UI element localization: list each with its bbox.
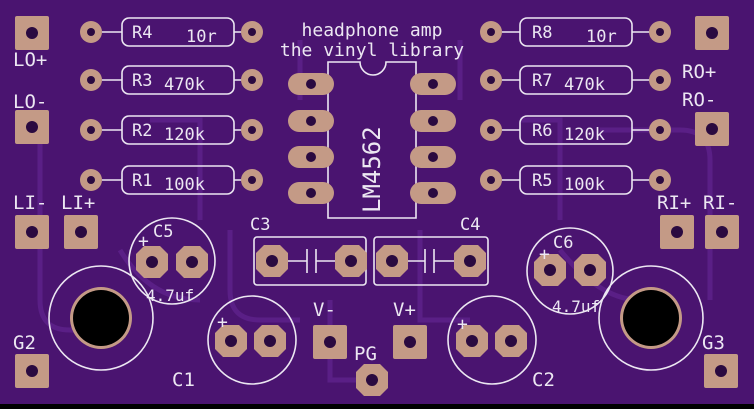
label-lo-minus: LO- (13, 91, 47, 113)
resistor-r5: R5 100k (480, 165, 671, 195)
pad-ro-plus (695, 16, 729, 50)
pad-lo-minus (15, 110, 49, 144)
board-title: headphone amp (302, 20, 443, 41)
capacitor-polarity: + (539, 244, 550, 265)
resistor-ref: R6 (532, 121, 552, 141)
pad-ri-minus (705, 215, 739, 249)
resistor-value: 100k (564, 175, 605, 195)
label-ro-plus: RO+ (682, 61, 716, 83)
resistor-ref: R3 (132, 71, 152, 91)
resistor-ref: R4 (132, 23, 152, 43)
resistor-value: 470k (164, 75, 205, 95)
label-ro-minus: RO- (682, 89, 716, 111)
label-lo-plus: LO+ (13, 49, 47, 71)
pad-v-minus (313, 325, 347, 359)
mounting-hole-left (48, 265, 154, 371)
capacitor-c3: C3 (250, 215, 367, 286)
label-ri-plus: RI+ (657, 192, 691, 214)
label-g3: G3 (702, 332, 725, 354)
capacitor-value: 4.7uf (552, 297, 600, 316)
resistor-r1: R1 100k (80, 165, 263, 195)
pad-pg (356, 364, 388, 396)
capacitor-c2: + C2 (447, 295, 555, 391)
capacitor-polarity: + (217, 312, 228, 333)
capacitor-c4: C4 (373, 215, 489, 286)
resistor-r7: R7 470k (480, 65, 671, 95)
resistor-value: 100k (164, 175, 205, 195)
pad-li-minus (15, 215, 49, 249)
label-v-minus: V- (313, 299, 336, 321)
resistor-ref: R7 (532, 71, 552, 91)
capacitor-ref: C1 (172, 369, 195, 391)
label-li-plus: LI+ (61, 192, 95, 214)
capacitor-c5: + C5 4.7uf (128, 217, 216, 305)
capacitor-ref: C6 (553, 233, 573, 253)
ic-label: LM4562 (358, 126, 386, 213)
capacitor-ref: C4 (460, 215, 480, 235)
pad-ro-minus (695, 112, 729, 146)
label-v-plus: V+ (393, 299, 416, 321)
resistor-r8: R8 10r (480, 17, 671, 47)
label-li-minus: LI- (13, 192, 47, 214)
pad-lo-plus (15, 16, 49, 50)
resistor-r6: R6 120k (480, 115, 671, 145)
capacitor-ref: C3 (250, 215, 270, 235)
capacitor-value: 4.7uf (146, 286, 194, 305)
resistor-ref: R5 (532, 171, 552, 191)
pad-li-plus (64, 215, 98, 249)
label-ri-minus: RI- (703, 192, 737, 214)
resistor-r2: R2 120k (80, 115, 263, 145)
label-g2: G2 (13, 332, 36, 354)
resistor-ref: R1 (132, 171, 152, 191)
capacitor-ref: C2 (532, 369, 555, 391)
pad-g2 (15, 354, 49, 388)
resistor-ref: R2 (132, 121, 152, 141)
resistor-value: 10r (186, 27, 217, 47)
capacitor-c1: + C1 (172, 295, 297, 391)
pad-g3 (704, 354, 738, 388)
label-pg: PG (354, 343, 377, 365)
pad-ri-plus (660, 215, 694, 249)
pad-v-plus (393, 325, 427, 359)
resistor-r3: R3 470k (80, 65, 263, 95)
resistor-value: 120k (564, 125, 605, 145)
capacitor-ref: C5 (153, 222, 173, 242)
capacitor-c6: + C6 4.7uf (526, 227, 614, 316)
resistor-r4: R4 10r (80, 17, 263, 47)
capacitor-polarity: + (457, 314, 468, 335)
resistor-value: 10r (586, 27, 617, 47)
resistor-ref: R8 (532, 23, 552, 43)
ic-lm4562: LM4562 (288, 61, 456, 219)
board-subtitle: the vinyl library (280, 40, 464, 61)
mounting-hole-right (598, 265, 704, 371)
resistor-value: 470k (564, 75, 605, 95)
capacitor-polarity: + (138, 231, 149, 252)
resistor-value: 120k (164, 125, 205, 145)
